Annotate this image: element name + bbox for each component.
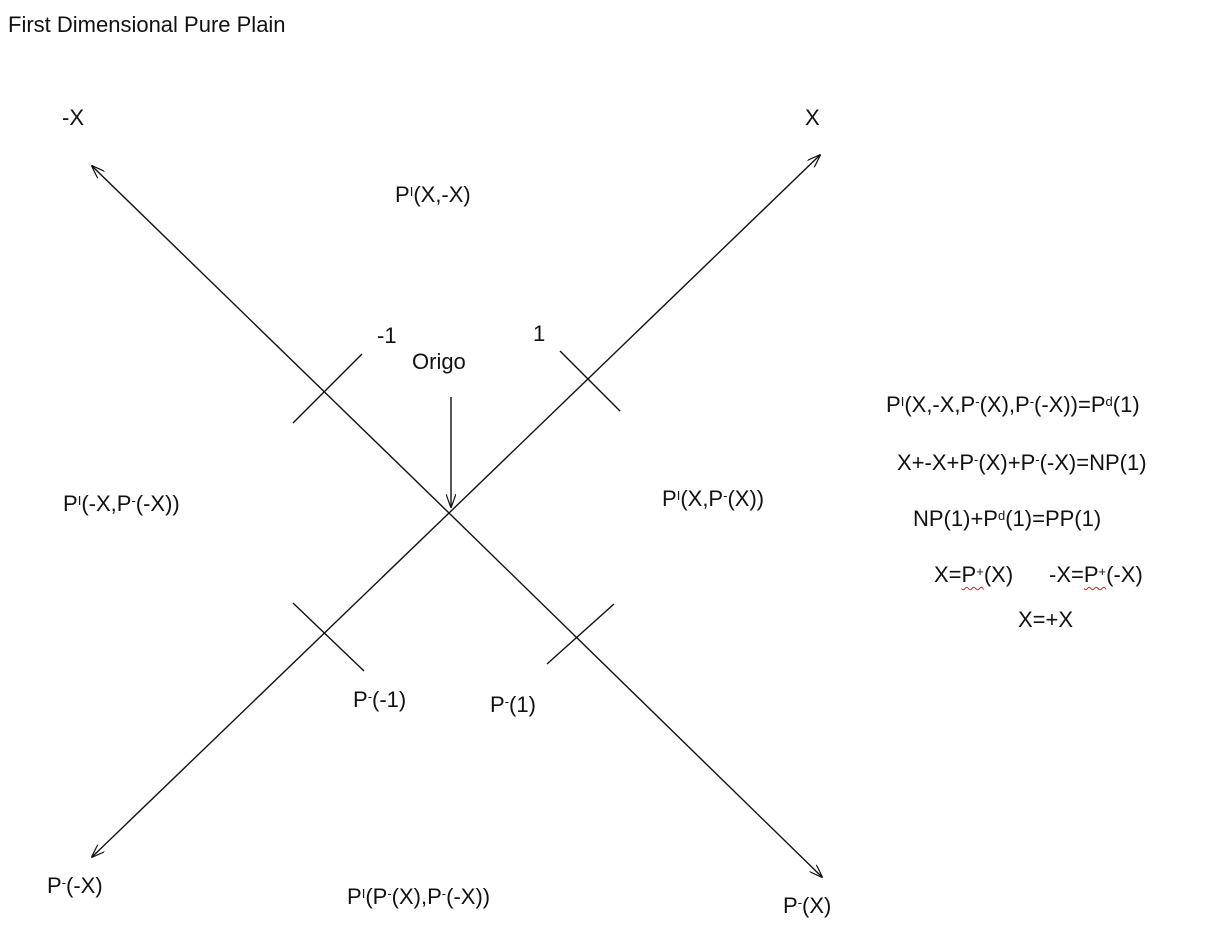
tick-1 xyxy=(559,350,621,412)
equation-1: PI(X,-X,P-(X),P-(-X))=Pd(1) xyxy=(886,392,1140,417)
label-one: 1 xyxy=(533,321,546,346)
tick-p-1 xyxy=(546,603,615,665)
tick-p-neg1 xyxy=(292,602,365,672)
label-p-one: P-(1) xyxy=(490,692,536,717)
label-neg-one: -1 xyxy=(377,323,397,348)
region-right-label: PI(X,P-(X)) xyxy=(662,486,765,511)
label-p-neg-x: P-(-X) xyxy=(47,873,103,898)
axis-x-positive xyxy=(448,155,820,514)
label-neg-x: -X xyxy=(62,105,84,130)
label-p-neg-one: P-(-1) xyxy=(353,687,407,712)
equation-4a: X=P+(X) xyxy=(934,562,1014,587)
region-left-label: PI(-X,P-(-X)) xyxy=(63,491,180,516)
axis-neg-x xyxy=(92,166,450,514)
region-top-label: PI(X,-X) xyxy=(395,182,471,207)
equation-4b: -X=P+(-X) xyxy=(1049,562,1143,587)
equation-5: X=+X xyxy=(1018,607,1074,632)
region-bottom-label: PI(P-(X),P-(-X)) xyxy=(347,884,491,909)
axis-x-negative-to-pneg xyxy=(92,512,450,857)
axis-p-x xyxy=(448,512,822,877)
diagram-title: First Dimensional Pure Plain xyxy=(8,12,286,37)
label-origo: Origo xyxy=(412,349,466,374)
label-x: X xyxy=(805,105,820,130)
equation-3: NP(1)+Pd(1)=PP(1) xyxy=(913,506,1102,531)
tick-neg1 xyxy=(292,353,363,424)
label-p-x: P-(X) xyxy=(783,893,832,918)
equation-2: X+-X+P-(X)+P-(-X)=NP(1) xyxy=(897,450,1147,475)
